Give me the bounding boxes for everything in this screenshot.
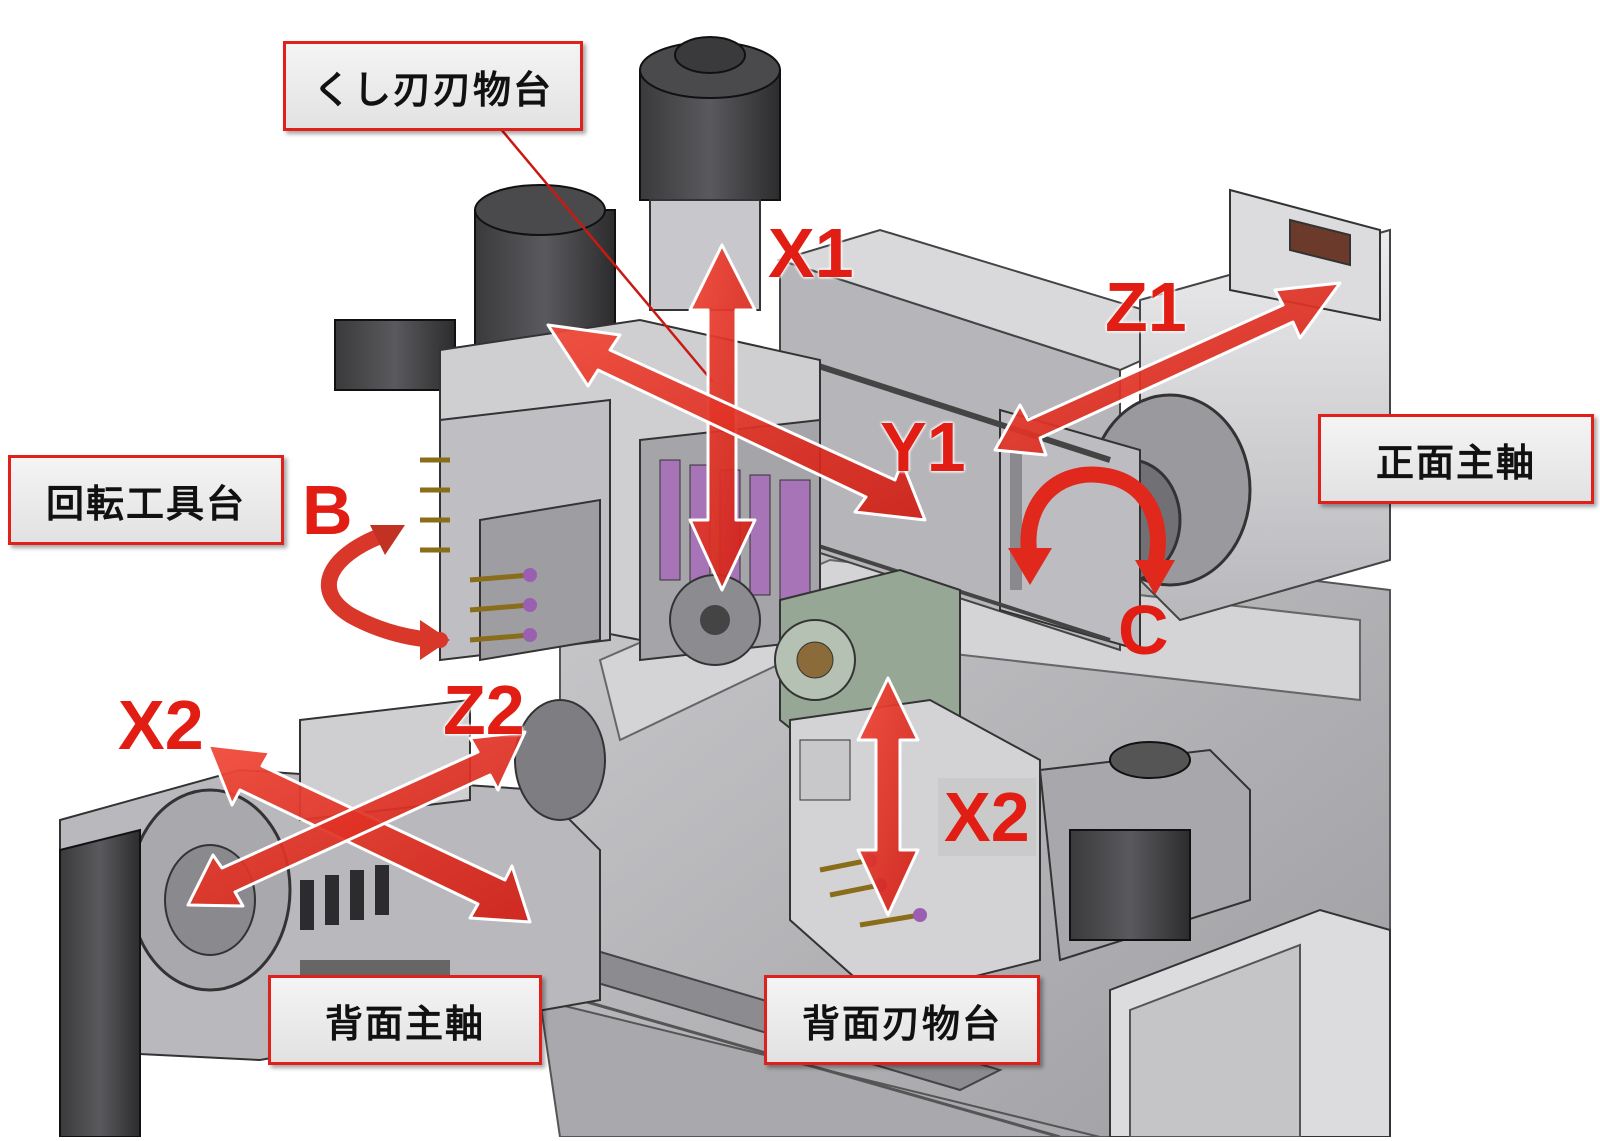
rotation-arrows — [320, 466, 1175, 660]
axis-label-x2-left: X2 — [118, 686, 204, 764]
axis-label-y1: Y1 — [880, 408, 966, 486]
b-rotation-arrow — [320, 527, 448, 648]
axis-label-b: B — [302, 471, 353, 549]
axis-label-z2: Z2 — [443, 671, 525, 749]
cover-panel — [1109, 908, 1391, 1138]
axis-label-z1: Z1 — [1105, 268, 1187, 346]
axis-label-c: C — [1118, 591, 1169, 669]
z1-axis-arrow — [993, 281, 1342, 457]
z2-axis-arrow — [186, 730, 527, 908]
rotary-tool-post-body — [420, 398, 611, 662]
label-comb-tool-post: くし刃刃物台 — [283, 41, 583, 131]
axis-label-x1: X1 — [768, 214, 854, 292]
c-rotation-arrow — [1020, 466, 1166, 573]
y1-axis-arrow — [546, 323, 927, 522]
motion-arrows — [186, 243, 1342, 924]
label-main-spindle: 正面主軸 — [1318, 414, 1594, 504]
label-back-spindle: 背面主軸 — [268, 975, 542, 1065]
comb-tool-post-leader — [499, 127, 714, 383]
x2-left-axis-arrow — [206, 743, 532, 924]
label-back-tool-post: 背面刃物台 — [764, 975, 1040, 1065]
x2-right-axis-arrow — [856, 676, 920, 917]
label-rotary-tool-post: 回転工具台 — [8, 455, 284, 545]
axis-label-x2-right: X2 — [938, 778, 1036, 856]
